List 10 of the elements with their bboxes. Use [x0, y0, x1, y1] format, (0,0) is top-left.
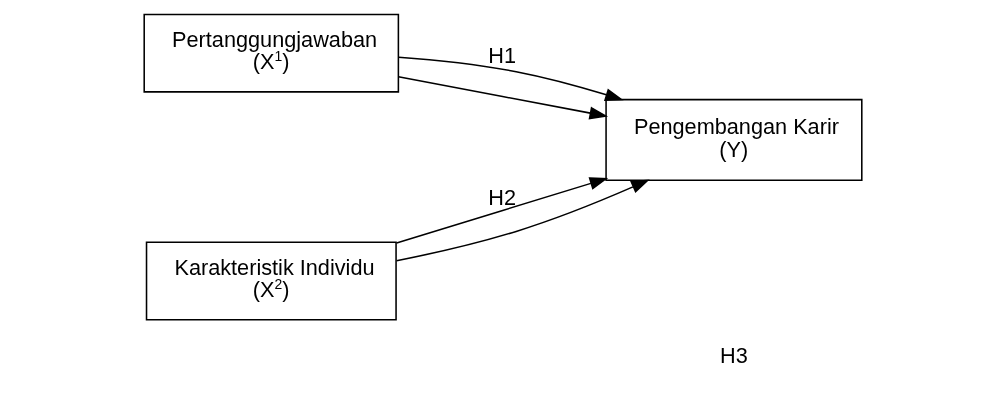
arrow	[395, 177, 608, 244]
edge-label: H2	[487, 185, 516, 211]
arrow	[397, 56, 624, 101]
edge-label: H1	[487, 42, 516, 68]
node-box: Karakteristik Individu (X$^{2}$)	[145, 241, 397, 321]
arrow	[397, 76, 608, 120]
node-box: Pertanggungjawaban (X$^{1}$)	[142, 13, 399, 93]
arrow	[395, 179, 650, 262]
label: H3	[719, 342, 748, 368]
node-box: Pengembangan Karir (Y)	[604, 98, 863, 181]
